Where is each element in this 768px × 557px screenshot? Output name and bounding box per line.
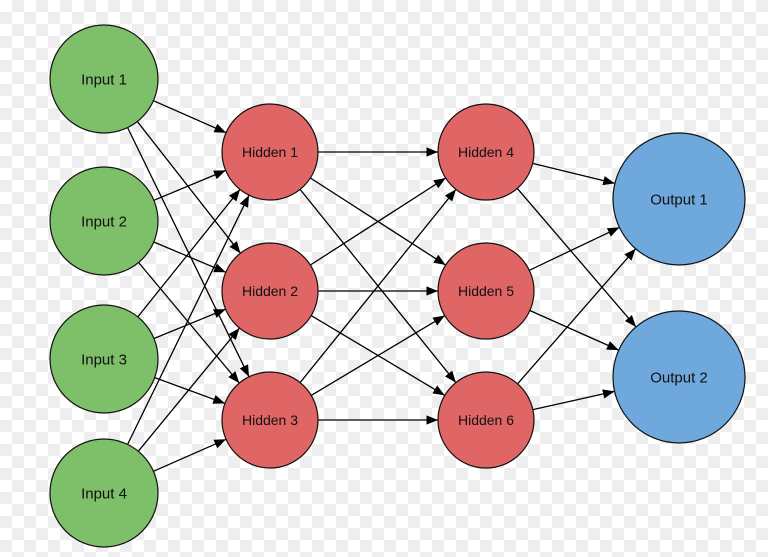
node-input-2: Input 2 bbox=[49, 166, 159, 276]
node-hidden-6: Hidden 6 bbox=[437, 371, 535, 469]
node-input-1: Input 1 bbox=[49, 24, 159, 134]
node-circle-input-2 bbox=[49, 166, 159, 276]
node-label-output-1: Output 1 bbox=[650, 191, 708, 208]
node-input-3: Input 3 bbox=[49, 304, 159, 414]
node-label-input-3: Input 3 bbox=[81, 351, 127, 368]
node-label-hidden-4: Hidden 4 bbox=[458, 144, 514, 160]
edge-hidden-2-to-hidden-4 bbox=[310, 177, 446, 266]
edge-input-4-to-hidden-2 bbox=[137, 327, 241, 452]
node-hidden-4: Hidden 4 bbox=[437, 103, 535, 201]
node-hidden-3: Hidden 3 bbox=[221, 371, 319, 469]
edge-hidden-4-to-output-2 bbox=[516, 187, 637, 328]
node-circle-hidden-6 bbox=[437, 371, 535, 469]
node-hidden-2: Hidden 2 bbox=[221, 242, 319, 340]
edge-input-4-to-hidden-3 bbox=[153, 438, 227, 472]
edge-input-1-to-hidden-2 bbox=[136, 121, 241, 254]
node-label-hidden-6: Hidden 6 bbox=[458, 412, 514, 428]
node-circle-output-1 bbox=[612, 132, 746, 266]
edge-hidden-6-to-output-2 bbox=[532, 389, 615, 411]
node-label-hidden-5: Hidden 5 bbox=[458, 283, 514, 299]
edge-input-1-to-hidden-1 bbox=[153, 100, 227, 134]
node-circle-hidden-4 bbox=[437, 103, 535, 201]
edge-hidden-3-to-hidden-4 bbox=[299, 188, 457, 384]
node-output-1: Output 1 bbox=[612, 132, 746, 266]
node-circle-output-2 bbox=[612, 310, 746, 444]
edge-input-3-to-hidden-2 bbox=[153, 308, 226, 340]
edge-input-2-to-hidden-1 bbox=[153, 169, 226, 201]
node-hidden-1: Hidden 1 bbox=[221, 103, 319, 201]
node-circle-input-1 bbox=[49, 24, 159, 134]
edge-hidden-3-to-hidden-5 bbox=[310, 315, 446, 396]
edge-input-2-to-hidden-3 bbox=[138, 262, 240, 384]
node-input-4: Input 4 bbox=[49, 438, 159, 548]
node-circle-hidden-2 bbox=[221, 242, 319, 340]
node-label-hidden-2: Hidden 2 bbox=[242, 283, 298, 299]
node-circle-hidden-5 bbox=[437, 242, 535, 340]
edge-hidden-5-to-output-1 bbox=[529, 226, 620, 271]
edge-hidden-4-to-output-1 bbox=[532, 162, 616, 186]
node-label-input-4: Input 4 bbox=[81, 485, 127, 502]
edge-input-2-to-hidden-2 bbox=[153, 241, 227, 273]
node-output-2: Output 2 bbox=[612, 310, 746, 444]
node-circle-input-3 bbox=[49, 304, 159, 414]
node-hidden-5: Hidden 5 bbox=[437, 242, 535, 340]
neurons: Input 1 Input 2 Input 3 Input 4 Hidden 1 Hidd… bbox=[49, 24, 746, 548]
edge-input-4-to-hidden-1 bbox=[127, 194, 250, 445]
edge-input-3-to-hidden-1 bbox=[137, 188, 241, 318]
edge-hidden-5-to-output-2 bbox=[529, 309, 619, 351]
node-circle-hidden-1 bbox=[221, 103, 319, 201]
node-circle-hidden-3 bbox=[221, 371, 319, 469]
edge-input-3-to-hidden-3 bbox=[154, 376, 226, 405]
node-label-input-2: Input 2 bbox=[81, 213, 127, 230]
node-label-input-1: Input 1 bbox=[81, 71, 127, 88]
node-label-hidden-3: Hidden 3 bbox=[242, 412, 298, 428]
edge-hidden-6-to-output-1 bbox=[517, 248, 637, 385]
node-circle-input-4 bbox=[49, 438, 159, 548]
node-label-output-2: Output 2 bbox=[650, 369, 708, 386]
node-label-hidden-1: Hidden 1 bbox=[242, 144, 298, 160]
connections bbox=[127, 100, 637, 472]
